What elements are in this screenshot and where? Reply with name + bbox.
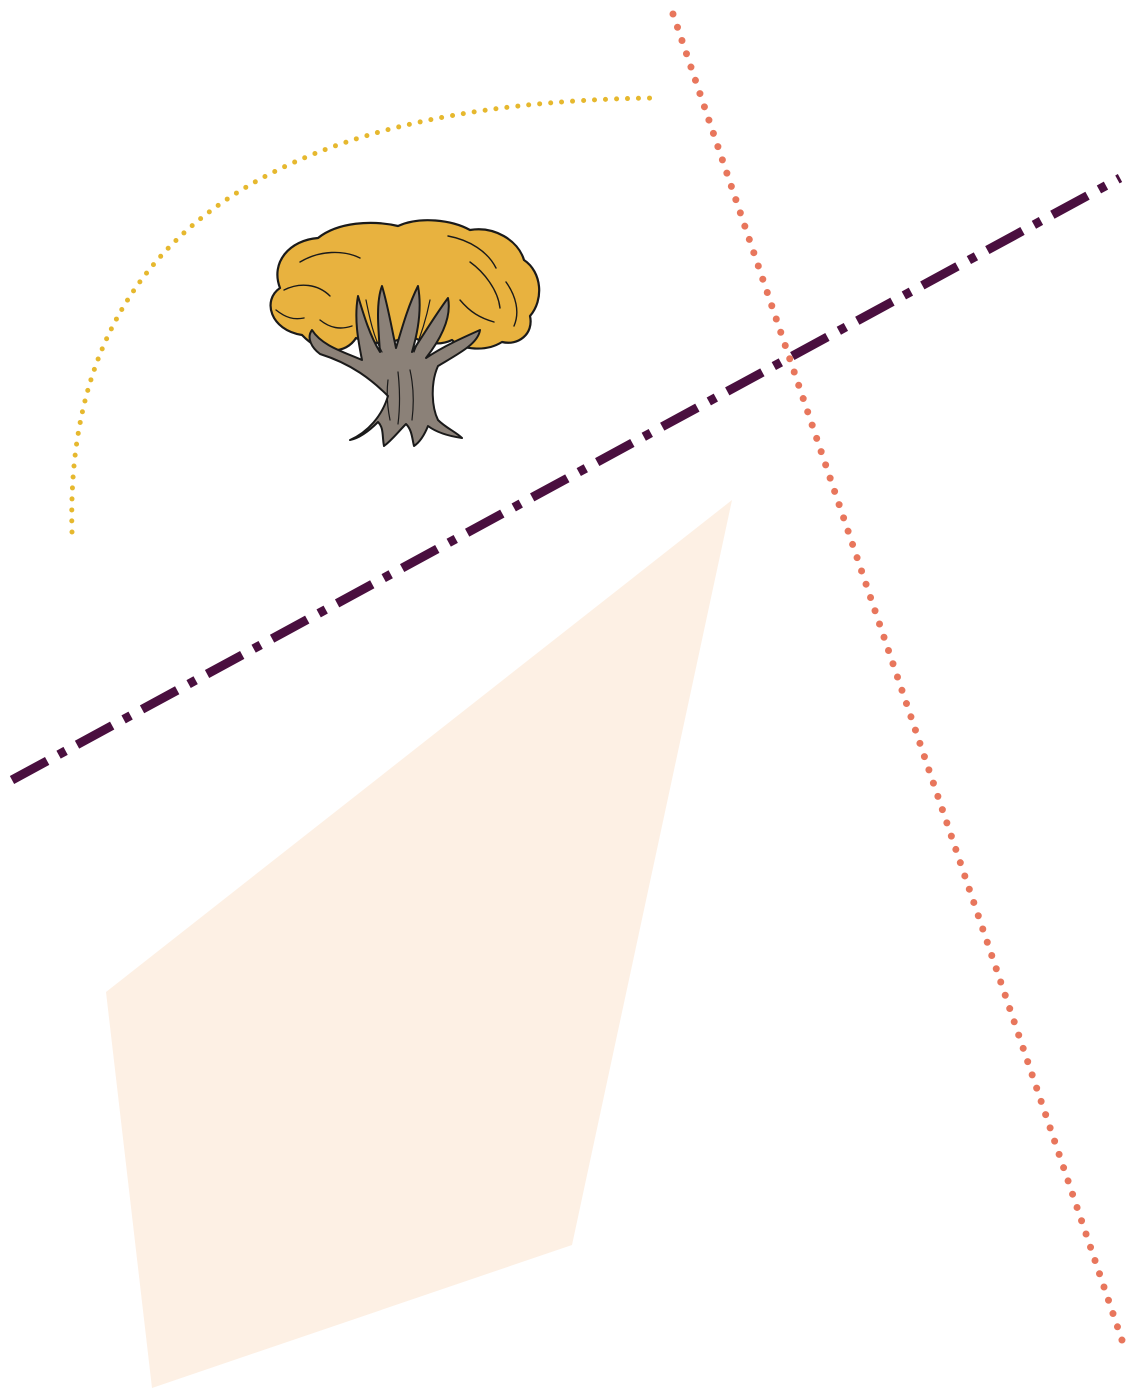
tree-icon bbox=[271, 220, 540, 446]
quadrilateral-shape bbox=[106, 500, 732, 1388]
